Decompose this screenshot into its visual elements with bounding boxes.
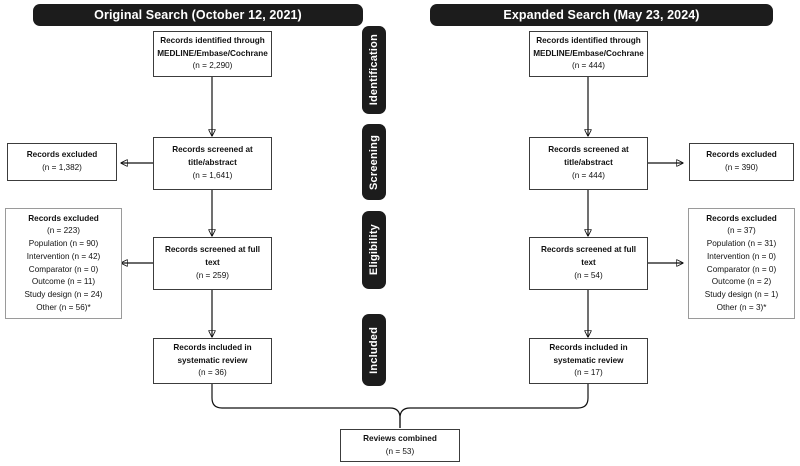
line: Records excluded bbox=[706, 150, 777, 160]
box-right-excluded-full-text: Records excluded (n = 37) Population (n … bbox=[688, 208, 795, 319]
line: Population (n = 31) bbox=[706, 239, 777, 249]
line: text bbox=[205, 258, 220, 268]
box-right-screened-title-abstract: Records screened at title/abstract (n = … bbox=[529, 137, 648, 190]
line: Study design (n = 24) bbox=[24, 289, 103, 299]
line: Records screened at full bbox=[540, 245, 637, 255]
line: (n = 390) bbox=[725, 163, 758, 172]
header-original-search: Original Search (October 12, 2021) bbox=[33, 4, 363, 26]
line: (n = 444) bbox=[572, 61, 605, 71]
phase-eligibility: Eligibility bbox=[362, 211, 386, 289]
line: Records included in bbox=[173, 342, 252, 352]
box-right-screened-full-text: Records screened at full text (n = 54) bbox=[529, 237, 648, 290]
line: Other (n = 56)* bbox=[36, 302, 91, 312]
line: MEDLINE/Embase/Cochrane bbox=[533, 48, 644, 58]
line: Study design (n = 1) bbox=[704, 289, 779, 299]
line: Records excluded bbox=[26, 150, 98, 160]
line: Records identified through bbox=[160, 35, 265, 45]
line: Outcome (n = 11) bbox=[31, 277, 96, 287]
line: MEDLINE/Embase/Cochrane bbox=[157, 48, 268, 58]
header-original-search-label: Original Search (October 12, 2021) bbox=[94, 7, 302, 22]
box-left-screened-full-text: Records screened at full text (n = 259) bbox=[153, 237, 272, 290]
line: (n = 1,382) bbox=[42, 163, 82, 172]
line: systematic review bbox=[553, 355, 624, 365]
line: title/abstract bbox=[564, 158, 613, 168]
header-expanded-search-label: Expanded Search (May 23, 2024) bbox=[503, 7, 700, 22]
line: Records screened at bbox=[548, 145, 629, 155]
header-expanded-search: Expanded Search (May 23, 2024) bbox=[430, 4, 773, 26]
line: Reviews combined bbox=[363, 433, 437, 443]
phase-eligibility-label: Eligibility bbox=[368, 224, 380, 276]
line: Comparator (n = 0) bbox=[28, 264, 99, 274]
line: (n = 444) bbox=[572, 170, 605, 180]
line: text bbox=[581, 258, 596, 268]
line: (n = 17) bbox=[574, 368, 603, 378]
line: (n = 36) bbox=[198, 368, 227, 378]
box-right-identified: Records identified through MEDLINE/Embas… bbox=[529, 31, 648, 77]
phase-identification: Identification bbox=[362, 26, 386, 114]
box-reviews-combined: Reviews combined (n = 53) bbox=[340, 429, 460, 462]
phase-screening: Screening bbox=[362, 124, 386, 200]
line: Records included in bbox=[549, 342, 628, 352]
box-left-screened-title-abstract: Records screened at title/abstract (n = … bbox=[153, 137, 272, 190]
phase-included: Included bbox=[362, 314, 386, 386]
box-right-excluded-title-abstract: Records excluded (n = 390) bbox=[689, 143, 794, 181]
phase-identification-label: Identification bbox=[368, 34, 380, 106]
box-right-included-systematic-review: Records included in systematic review (n… bbox=[529, 338, 648, 384]
box-left-identified: Records identified through MEDLINE/Embas… bbox=[153, 31, 272, 77]
box-left-excluded-title-abstract: Records excluded (n = 1,382) bbox=[7, 143, 117, 181]
line: (n = 54) bbox=[574, 270, 603, 280]
box-left-included-systematic-review: Records included in systematic review (n… bbox=[153, 338, 272, 384]
line: (n = 53) bbox=[385, 446, 415, 456]
line: Records excluded bbox=[28, 213, 99, 223]
line: Intervention (n = 0) bbox=[707, 251, 776, 261]
box-left-excluded-full-text: Records excluded (n = 223) Population (n… bbox=[5, 208, 122, 319]
line: Records excluded bbox=[706, 213, 777, 223]
line: Outcome (n = 2) bbox=[711, 277, 772, 287]
line: (n = 2,290) bbox=[192, 61, 233, 71]
line: (n = 259) bbox=[196, 270, 229, 280]
line: Records screened at full bbox=[164, 245, 261, 255]
line: (n = 1,641) bbox=[192, 170, 233, 180]
line: Comparator (n = 0) bbox=[706, 264, 777, 274]
line: title/abstract bbox=[188, 158, 237, 168]
line: Intervention (n = 42) bbox=[26, 251, 101, 261]
line: Records identified through bbox=[536, 35, 641, 45]
line: Records screened at bbox=[172, 145, 253, 155]
line: systematic review bbox=[177, 355, 248, 365]
line: Other (n = 3)* bbox=[716, 302, 767, 312]
line: (n = 37) bbox=[727, 226, 756, 236]
line: Population (n = 90) bbox=[28, 239, 99, 249]
line: (n = 223) bbox=[47, 226, 80, 236]
phase-screening-label: Screening bbox=[368, 134, 380, 190]
phase-included-label: Included bbox=[368, 326, 380, 374]
